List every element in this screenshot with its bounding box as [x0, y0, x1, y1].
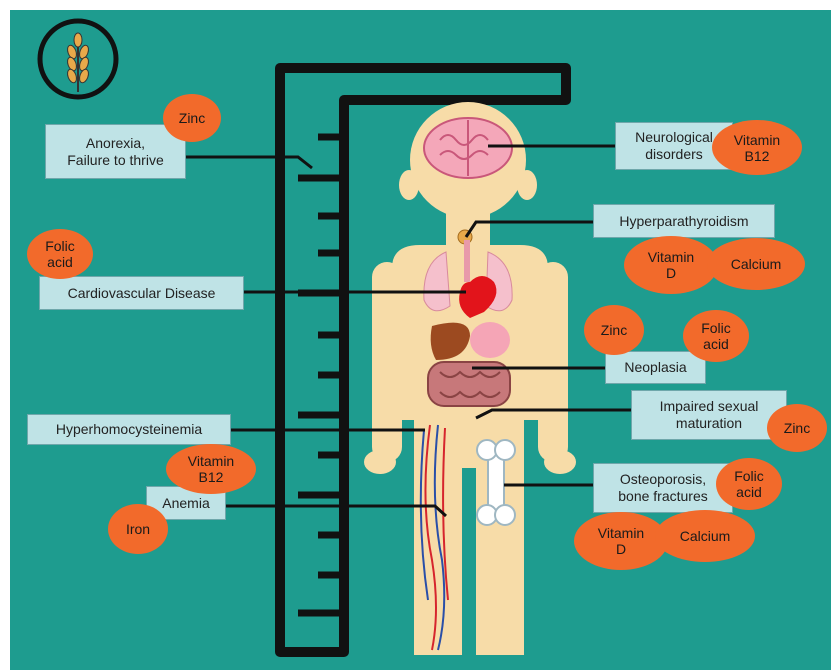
nutrient-vitamin-b12-neuro: Vitamin B12: [712, 120, 802, 175]
label-osteoporosis: Osteoporosis, bone fractures: [593, 463, 733, 513]
label-neoplasia: Neoplasia: [605, 351, 706, 384]
nutrient-folic-acid-cardio: Folic acid: [27, 229, 93, 279]
nutrient-zinc-anorexia: Zinc: [163, 94, 221, 142]
brain-icon: [424, 118, 512, 178]
nutrient-vitamin-d-osteo: Vitamin D: [574, 512, 668, 570]
nutrient-folic-acid-neoplasia: Folic acid: [683, 310, 749, 362]
label-hyperhomocysteinemia: Hyperhomocysteinemia: [27, 414, 231, 445]
label-cardiovascular-disease: Cardiovascular Disease: [39, 276, 244, 310]
nutrient-vitamin-d-hyperpara: Vitamin D: [624, 236, 718, 294]
stomach-icon: [470, 322, 510, 358]
nutrient-vitamin-b12-hyperhomo: Vitamin B12: [166, 444, 256, 494]
nutrient-zinc-sexual: Zinc: [767, 404, 827, 452]
nutrient-zinc-neoplasia: Zinc: [584, 305, 644, 355]
label-anorexia: Anorexia, Failure to thrive: [45, 124, 186, 179]
wheat-icon: [40, 21, 116, 97]
nutrient-calcium-osteo: Calcium: [655, 510, 755, 562]
nutrient-iron-anemia: Iron: [108, 504, 168, 554]
nutrient-calcium-hyperpara: Calcium: [707, 238, 805, 290]
nutrient-folic-acid-osteo: Folic acid: [716, 458, 782, 510]
label-hyperparathyroidism: Hyperparathyroidism: [593, 204, 775, 238]
label-impaired-sexual-maturation: Impaired sexual maturation: [631, 390, 787, 440]
